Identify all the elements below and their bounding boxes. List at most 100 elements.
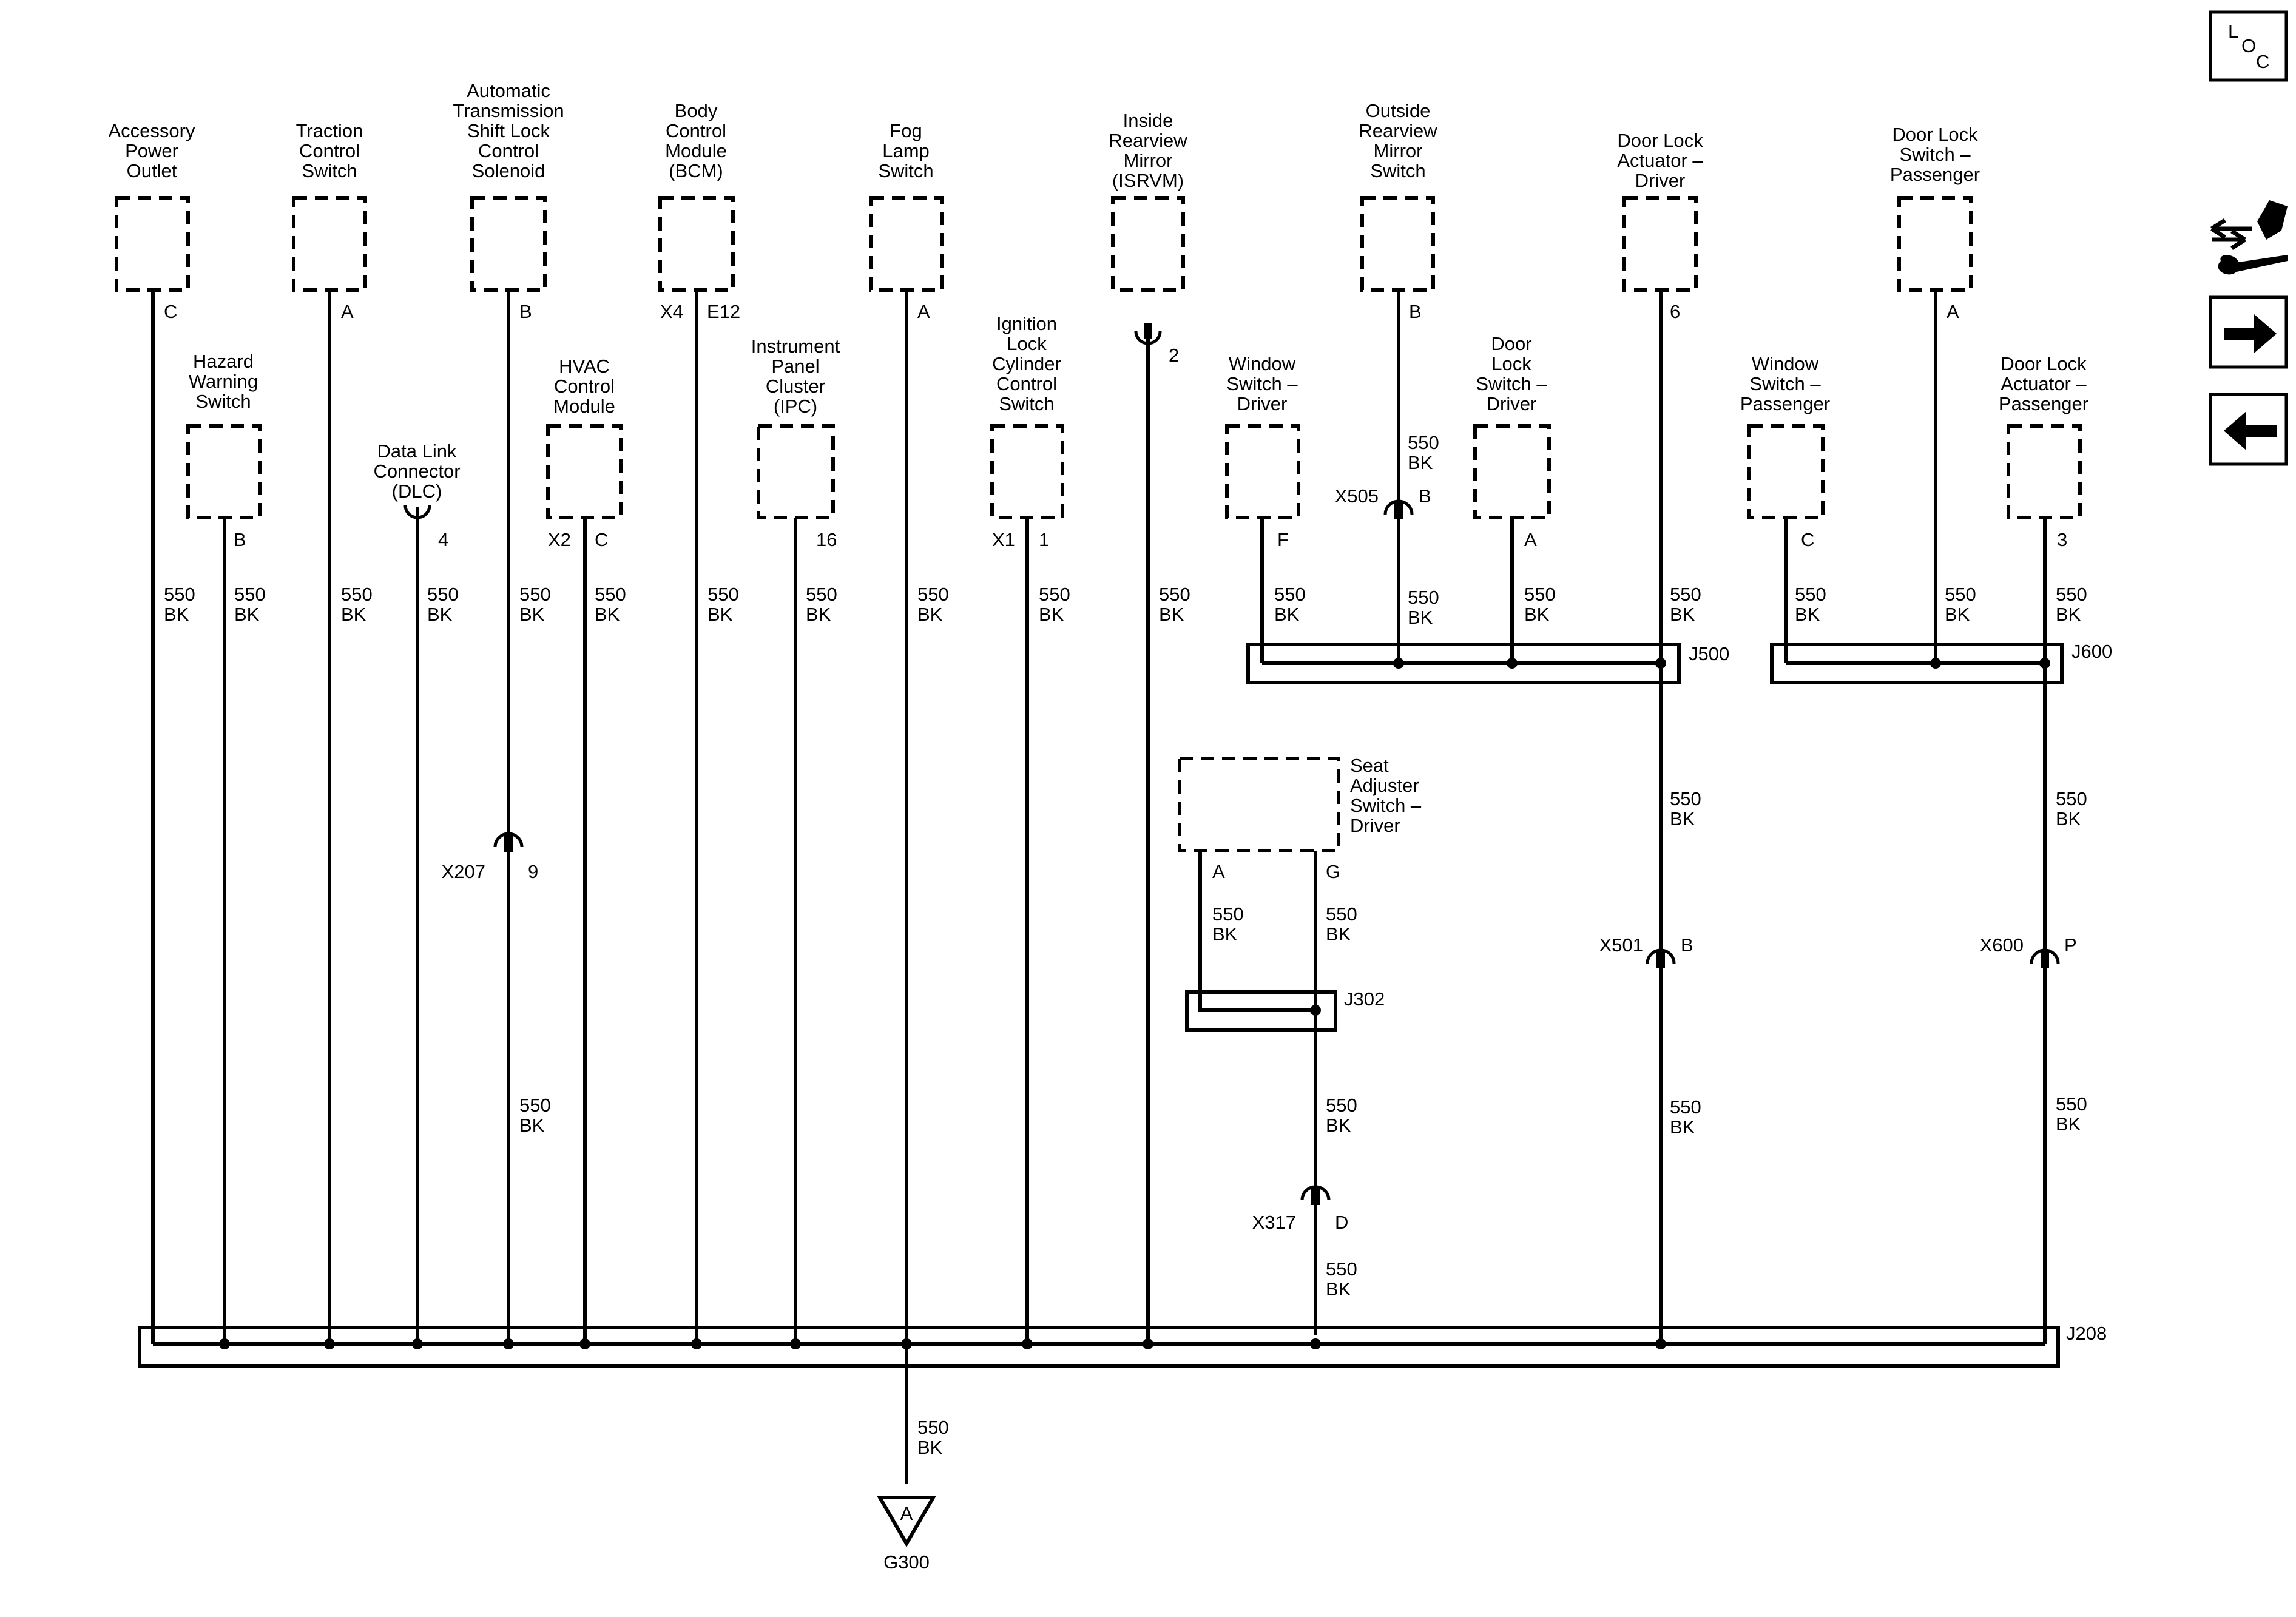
wire-color-label: BK — [1326, 923, 1351, 945]
component-c4-box — [658, 196, 735, 292]
splice-dot — [2039, 658, 2050, 669]
component-label: Lamp — [882, 140, 930, 161]
component-label: Outlet — [127, 160, 177, 181]
splice-j208-box — [138, 1326, 2060, 1368]
pin-label: G — [1326, 861, 1340, 882]
component-label: Door Lock — [1617, 130, 1703, 151]
connector-repair-icon[interactable] — [2210, 200, 2288, 275]
component-c9-box — [1897, 196, 1973, 292]
wire-color-label: BK — [1408, 452, 1433, 473]
component-label: Switch – — [1476, 373, 1547, 394]
pin-label: B — [234, 529, 246, 550]
wire-color-label: BK — [917, 604, 943, 625]
wire-gauge-label: 550 — [2056, 584, 2087, 605]
wire-gauge-label: 550 — [164, 584, 195, 605]
component-label: Switch – — [1749, 373, 1821, 394]
component-label: Driver — [1487, 393, 1537, 414]
wire-color-label: BK — [1326, 1278, 1351, 1300]
component-label: Control — [996, 373, 1057, 394]
component-c14-box — [990, 424, 1064, 519]
wire-gauge-label: 550 — [427, 584, 459, 605]
component-label: Switch – — [1350, 795, 1422, 816]
connector-x600-label: X600 — [1980, 934, 2024, 956]
wire-gauge-label: 550 — [1408, 587, 1439, 608]
component-label: Control — [299, 140, 360, 161]
wire-gauge-label: 550 — [806, 584, 837, 605]
wire-gauge-label: 550 — [2056, 788, 2087, 809]
connector-x505-label: X505 — [1335, 485, 1379, 507]
component-label: Driver — [1237, 393, 1288, 414]
wire-gauge-label: 550 — [917, 1417, 949, 1438]
plug-icon — [2257, 200, 2288, 240]
splice-j500-label: J500 — [1689, 643, 1729, 664]
wire-gauge-label: 550 — [1945, 584, 1976, 605]
component-label: Door Lock — [1892, 124, 1978, 145]
component-label: Passenger — [1890, 164, 1980, 185]
component-label: Control — [554, 376, 615, 397]
component-c12-box — [546, 424, 623, 519]
wire-gauge-label: 550 — [519, 1095, 551, 1116]
pin-label: 1 — [1039, 529, 1049, 550]
component-label: Driver — [1350, 815, 1400, 836]
wire-gauge-label: 550 — [1159, 584, 1190, 605]
nav-panel: LOC — [2209, 10, 2288, 466]
pin-label: B — [1409, 301, 1422, 322]
splice-dot — [1507, 658, 1518, 669]
component-label: Control — [666, 120, 726, 141]
component-label: Cylinder — [992, 353, 1061, 374]
pin-label: A — [1947, 301, 1959, 322]
wire-color-label: BK — [1670, 808, 1695, 829]
component-label: Cluster — [766, 376, 825, 397]
wire-gauge-label: 550 — [707, 584, 739, 605]
pin-label: B — [519, 301, 532, 322]
component-label: Module — [553, 396, 615, 417]
component-label: Instrument — [751, 336, 840, 357]
component-label: Seat — [1350, 755, 1389, 776]
wire — [1198, 851, 1315, 1012]
splice-dot — [1310, 1005, 1321, 1016]
component-label: (BCM) — [669, 160, 723, 181]
connector-x501-label: X501 — [1599, 934, 1643, 956]
component-label: Module — [665, 140, 727, 161]
component-label: Warning — [189, 371, 258, 392]
wire-gauge-label: 550 — [1212, 903, 1244, 925]
ground-label: G300 — [883, 1551, 930, 1573]
component-label: Data Link — [377, 441, 457, 462]
wire-color-label: BK — [1274, 604, 1300, 625]
wire-gauge-label: 550 — [2056, 1093, 2087, 1115]
wire-color-label: BK — [1212, 923, 1238, 945]
component-c16-box — [1473, 424, 1551, 519]
pin-label: 2 — [1169, 345, 1179, 366]
component-label: Actuator – — [1617, 150, 1703, 171]
wire-color-label: BK — [1408, 607, 1433, 628]
component-label: Door Lock — [2001, 353, 2087, 374]
wire-color-label: BK — [1670, 604, 1695, 625]
component-label: Rearview — [1109, 130, 1187, 151]
wires — [151, 290, 2050, 1484]
component-label: Window — [1752, 353, 1819, 374]
component-label: Window — [1229, 353, 1296, 374]
pin-label: A — [1524, 529, 1537, 550]
component-label: Door — [1491, 333, 1531, 354]
loc-button[interactable] — [2209, 10, 2288, 82]
pin-label: C — [1801, 529, 1814, 550]
ground-symbol — [876, 1496, 937, 1547]
component-label: Switch — [878, 160, 933, 181]
component-label: Shift Lock — [467, 120, 550, 141]
splice-j500-box — [1246, 643, 1681, 684]
component-label: Control — [478, 140, 539, 161]
component-label: Driver — [1635, 170, 1686, 191]
component-c13-box — [757, 424, 835, 519]
pin-label: X2 — [548, 529, 571, 550]
pin-label: 9 — [528, 861, 538, 882]
wire-color-label: BK — [1524, 604, 1550, 625]
wire-gauge-label: 550 — [1326, 903, 1357, 925]
wire-color-label: BK — [234, 604, 260, 625]
wire-color-label: BK — [2056, 604, 2081, 625]
component-label: Traction — [296, 120, 363, 141]
wire-color-label: BK — [1670, 1116, 1695, 1138]
wire-color-label: BK — [1945, 604, 1970, 625]
wire-gauge-label: 550 — [1408, 432, 1439, 453]
wire-gauge-label: 550 — [595, 584, 626, 605]
